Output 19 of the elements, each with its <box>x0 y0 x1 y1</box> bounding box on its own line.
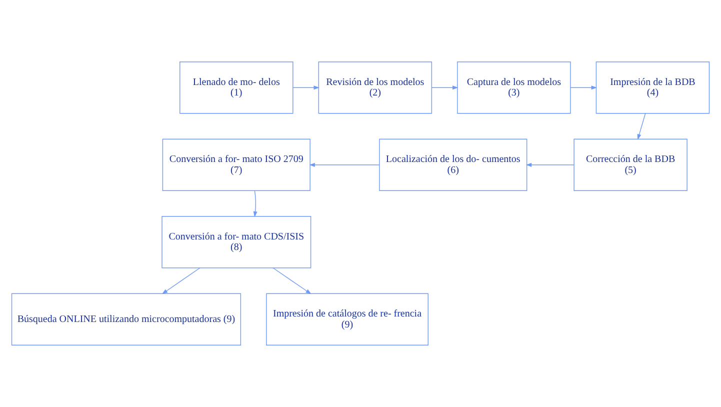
node-box: Búsqueda ONLINE utilizando microcomputadoras (9) <box>11 293 242 346</box>
node-box: Revisión de los modelos (2) <box>318 62 432 114</box>
arrow <box>292 86 320 90</box>
node-box: Corrección de la BDB (5) <box>574 138 688 191</box>
arrow <box>272 268 312 294</box>
arrow <box>162 268 200 294</box>
node-box: Impresión de la BDB (4) <box>596 62 710 114</box>
node-box: Captura de los modelos (3) <box>457 62 571 114</box>
node-box: Conversión a for- mato ISO 2709 (7) <box>162 138 310 191</box>
node-box: Impresión de catálogos de re- frencia (9) <box>266 293 428 346</box>
arrow <box>431 86 458 90</box>
node-box: Conversión a for- mato CDS/ISIS (8) <box>162 216 312 268</box>
arrow <box>309 162 380 167</box>
arrow <box>570 86 598 90</box>
arrow <box>637 113 646 140</box>
node-box: Llenado de mo- delos (1) <box>180 62 294 114</box>
arrow <box>253 190 258 218</box>
node-box: Localización de los do- cumentos (6) <box>379 138 528 191</box>
arrow <box>526 162 574 167</box>
